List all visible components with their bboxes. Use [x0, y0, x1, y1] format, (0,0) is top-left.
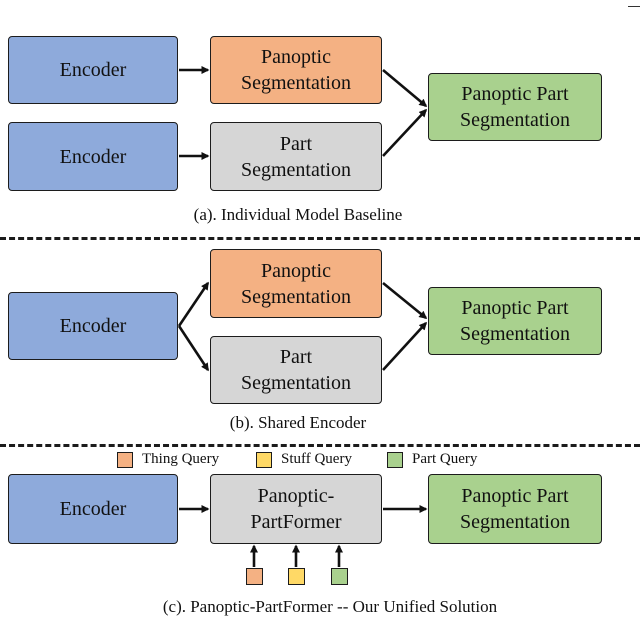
part-segmentation-box-a: Part Segmentation: [210, 122, 382, 191]
legend-thing-query: Thing Query: [117, 451, 219, 468]
arrow-b-encoder-to-part: [177, 325, 210, 372]
caption-b: (b). Shared Encoder: [229, 413, 367, 432]
corner-mark: [628, 0, 640, 7]
caption-a: (a). Individual Model Baseline: [193, 205, 403, 224]
encoder-box-a-bottom: Encoder: [8, 122, 178, 191]
legend-part-query: Part Query: [387, 451, 477, 468]
legend-thing-query-label: Thing Query: [142, 451, 220, 467]
arrow-a-part-to-output: [382, 108, 428, 157]
panoptic-part-output-box-c: Panoptic Part Segmentation: [428, 474, 602, 544]
stuff-query-square: [288, 568, 305, 585]
panoptic-segmentation-box-b: Panoptic Segmentation: [210, 249, 382, 318]
arrow-b-panoptic-to-output: [382, 281, 428, 320]
panoptic-partformer-box: Panoptic- PartFormer: [210, 474, 382, 544]
arrow-b-part-to-output: [382, 321, 428, 371]
legend-stuff-query: Stuff Query: [256, 451, 352, 468]
legend-part-query-label: Part Query: [412, 451, 478, 467]
caption-c: (c). Panoptic-PartFormer -- Our Unified …: [162, 597, 498, 616]
encoder-box-b: Encoder: [8, 292, 178, 360]
panoptic-segmentation-box-a: Panoptic Segmentation: [210, 36, 382, 104]
panoptic-part-output-box-a: Panoptic Part Segmentation: [428, 73, 602, 141]
thing-query-swatch: [117, 451, 133, 468]
part-query-square: [331, 568, 348, 585]
encoder-box-a-top: Encoder: [8, 36, 178, 104]
panoptic-part-output-box-b: Panoptic Part Segmentation: [428, 287, 602, 355]
part-query-swatch: [387, 451, 403, 468]
section-divider-2: [0, 444, 640, 447]
section-divider-1: [0, 237, 640, 240]
arrow-a-panoptic-to-output: [382, 69, 428, 107]
part-segmentation-box-b: Part Segmentation: [210, 336, 382, 404]
encoder-box-c: Encoder: [8, 474, 178, 544]
thing-query-square: [246, 568, 263, 585]
stuff-query-swatch: [256, 451, 272, 468]
arrow-b-encoder-to-panoptic: [177, 281, 210, 327]
legend-stuff-query-label: Stuff Query: [281, 451, 352, 467]
